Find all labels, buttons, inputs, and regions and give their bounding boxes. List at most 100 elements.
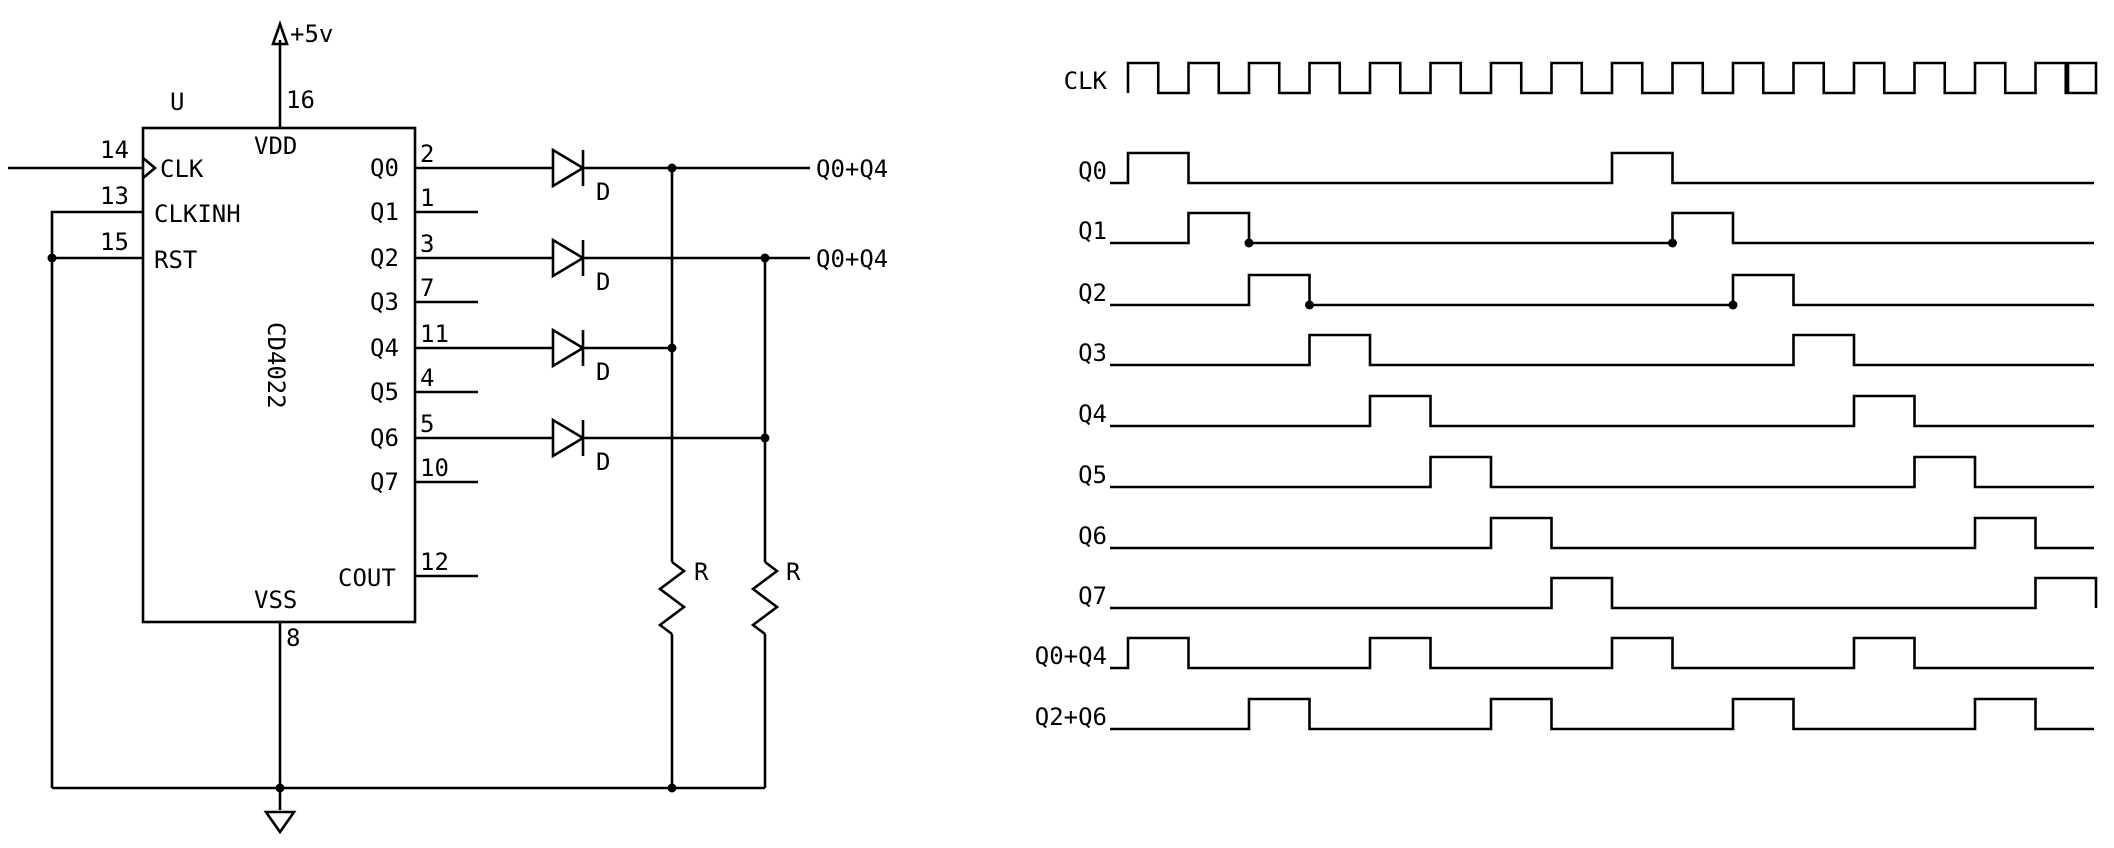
diode-label: D xyxy=(596,358,610,386)
output-label: Q2 xyxy=(370,244,399,272)
signal-label: Q0 xyxy=(1078,157,1107,185)
clk-pin-number: 14 xyxy=(100,136,129,164)
output-pin-number: 2 xyxy=(420,140,434,168)
signal-label: Q2+Q6 xyxy=(1035,703,1107,731)
diode-icon xyxy=(551,237,586,279)
output-label: Q5 xyxy=(370,378,399,406)
rst-junction xyxy=(47,253,57,263)
clkinh-pin-number: 13 xyxy=(100,182,129,210)
output-q7: Q7 10 xyxy=(370,454,478,496)
junction xyxy=(275,783,285,793)
output-pin-number: 1 xyxy=(420,184,434,212)
vss-pin-number: 8 xyxy=(286,624,300,652)
output-label: Q3 xyxy=(370,288,399,316)
diode-q6: D xyxy=(551,417,765,476)
waveform-clk xyxy=(1126,61,2098,95)
diode-label: D xyxy=(596,178,610,206)
signal-label: Q7 xyxy=(1078,582,1107,610)
vss-label: VSS xyxy=(254,586,297,614)
diode-q4: D xyxy=(551,327,672,386)
output-q3: Q3 7 xyxy=(370,274,478,316)
diode-icon xyxy=(551,147,586,189)
waveform-q3 xyxy=(1110,333,2094,367)
rst-pin-number: 15 xyxy=(100,228,129,256)
output-q5: Q5 4 xyxy=(370,364,478,406)
timing-row-q5: Q5 xyxy=(1078,455,2094,489)
resistor-label: R xyxy=(786,558,801,586)
output-pin-number: 4 xyxy=(420,364,434,392)
waveform-marker xyxy=(1305,300,1314,310)
diode-label: D xyxy=(596,268,610,296)
resistor-label: R xyxy=(694,558,709,586)
output-pin-number: 10 xyxy=(420,454,449,482)
output-label: Q7 xyxy=(370,468,399,496)
timing-row-q2-plus-q6: Q2+Q6 xyxy=(1035,697,2094,731)
timing-row-q6: Q6 xyxy=(1078,516,2094,550)
or-output-label-2: Q0+Q4 xyxy=(816,245,888,273)
waveform-marker xyxy=(1668,238,1677,248)
clk-pin-label: CLK xyxy=(160,155,204,183)
output-q6: Q6 5 xyxy=(370,410,553,452)
or-output-label-1: Q0+Q4 xyxy=(816,155,888,183)
timing-row-clk: CLK xyxy=(1064,61,2098,95)
output-pin-number: 7 xyxy=(420,274,434,302)
diode-label: D xyxy=(596,448,610,476)
junction xyxy=(667,783,677,793)
vdd-label: VDD xyxy=(254,132,297,160)
diode-icon xyxy=(551,417,586,459)
waveform-q1 xyxy=(1110,211,2094,245)
diode-q0: D xyxy=(551,147,672,206)
output-pin-number: 5 xyxy=(420,410,434,438)
waveform-q2-plus-q6 xyxy=(1110,697,2094,731)
output-cout: COUT 12 xyxy=(338,548,478,592)
waveform-q4 xyxy=(1110,394,2094,428)
chip-name-label: CD4022 xyxy=(262,322,290,409)
waveform-q6 xyxy=(1110,516,2094,550)
timing-row-q2: Q2 xyxy=(1078,273,2094,310)
output-q4: Q4 11 xyxy=(370,320,553,362)
diode-icon xyxy=(551,327,586,369)
timing-row-q7: Q7 xyxy=(1078,576,2098,610)
signal-label: Q0+Q4 xyxy=(1035,642,1107,670)
output-pin-number: 3 xyxy=(420,230,434,258)
signal-label: Q4 xyxy=(1078,400,1107,428)
waveform-marker xyxy=(1244,238,1254,248)
timing-row-q4: Q4 xyxy=(1078,394,2094,428)
waveform-q7 xyxy=(1110,576,2098,610)
junction xyxy=(760,253,770,263)
supply-arrow-icon xyxy=(271,20,289,46)
waveform-q2 xyxy=(1110,273,2094,307)
output-label: Q4 xyxy=(370,334,399,362)
waveform-q0 xyxy=(1110,151,2094,185)
timing-row-q3: Q3 xyxy=(1078,333,2094,367)
signal-label: Q6 xyxy=(1078,522,1107,550)
output-label: Q1 xyxy=(370,198,399,226)
signal-label: Q1 xyxy=(1078,217,1107,245)
schematic: U CD4022 +5v 16 VDD VSS 8 14 CLK 13 CLKI… xyxy=(8,20,888,835)
junction xyxy=(667,163,677,173)
output-label: Q6 xyxy=(370,424,399,452)
output-q2: Q2 3 xyxy=(370,230,553,272)
resistor-2-icon xyxy=(750,560,780,636)
waveform-q5 xyxy=(1110,455,2094,489)
output-label: COUT xyxy=(338,564,396,592)
clkinh-pin-label: CLKINH xyxy=(154,200,241,228)
ground-symbol-icon xyxy=(263,810,297,835)
vdd-pin-number: 16 xyxy=(286,86,315,114)
output-label: Q0 xyxy=(370,154,399,182)
timing-row-q1: Q1 xyxy=(1078,211,2094,248)
junction xyxy=(667,343,677,353)
junction xyxy=(760,433,770,443)
output-q1: Q1 1 xyxy=(370,184,478,226)
output-pin-number: 12 xyxy=(420,548,449,576)
output-q0: Q0 2 xyxy=(370,140,553,182)
supply-label: +5v xyxy=(290,20,333,48)
clkinh-wire xyxy=(50,210,143,788)
signal-label: Q3 xyxy=(1078,339,1107,367)
timing-row-q0-plus-q4: Q0+Q4 xyxy=(1035,636,2094,670)
diode-q2: D xyxy=(551,237,765,296)
waveform-q0-plus-q4 xyxy=(1110,636,2094,670)
signal-label: Q2 xyxy=(1078,279,1107,307)
